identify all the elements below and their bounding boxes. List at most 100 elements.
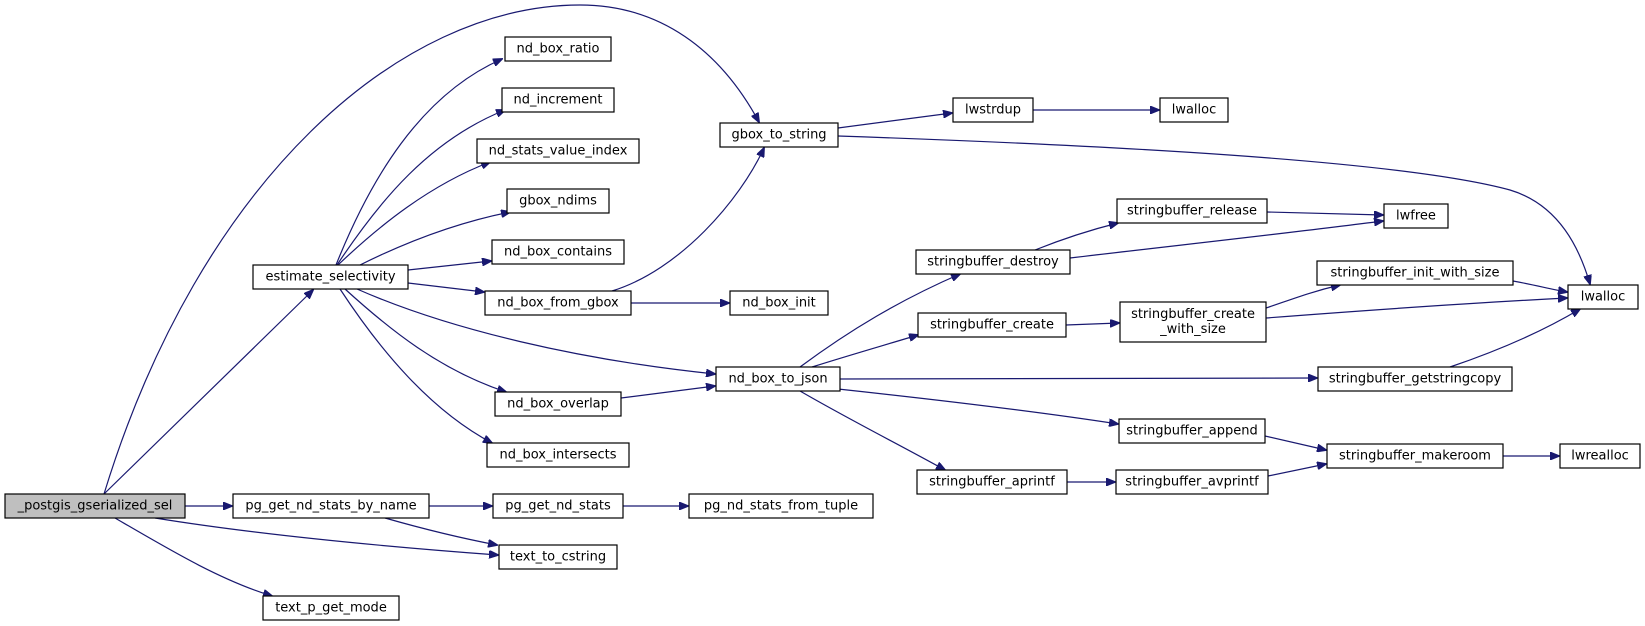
node-label: nd_box_ratio	[517, 42, 600, 57]
node-nd-box-init[interactable]: nd_box_init	[729, 290, 829, 316]
node-box[interactable]	[1559, 443, 1641, 469]
node-nd-increment[interactable]: nd_increment	[501, 87, 615, 113]
node-box[interactable]	[917, 312, 1067, 338]
node-stringbuffer-release[interactable]: stringbuffer_release	[1116, 198, 1268, 224]
node-label: pg_nd_stats_from_tuple	[704, 499, 858, 514]
node-stringbuffer-create[interactable]: stringbuffer_create	[917, 312, 1067, 338]
node-box[interactable]	[232, 493, 430, 519]
node-lwfree[interactable]: lwfree	[1383, 203, 1449, 229]
node-nd-box-intersects[interactable]: nd_box_intersects	[486, 442, 630, 468]
node-estimate-selectivity[interactable]: estimate_selectivity	[252, 264, 409, 290]
node-box[interactable]	[719, 122, 839, 148]
node-stringbuffer-init-with-size[interactable]: stringbuffer_init_with_size	[1316, 260, 1514, 286]
node-box[interactable]	[1383, 203, 1449, 229]
edge-root-to-estimate_selectivity	[103, 290, 313, 495]
node-stringbuffer-create-with-size[interactable]: stringbuffer_create_with_size	[1119, 301, 1267, 343]
node-box[interactable]	[1316, 260, 1514, 286]
node-box[interactable]	[1116, 198, 1268, 224]
node-lwstrdup[interactable]: lwstrdup	[952, 97, 1034, 123]
edge-root-to-gbox_to_string	[103, 4, 759, 495]
edge-path	[1512, 280, 1567, 292]
node-label: text_p_get_mode	[275, 601, 387, 616]
node-box[interactable]	[504, 36, 612, 62]
node-box[interactable]	[729, 290, 829, 316]
node-label: _with_size	[1159, 322, 1226, 337]
edge-nd_box_to_json-to-stringbuffer_append	[837, 388, 1118, 424]
node-box[interactable]	[486, 442, 630, 468]
node-nd-box-from-gbox[interactable]: nd_box_from_gbox	[484, 290, 632, 316]
edge-stringbuffer_getstringcopy-to-lwalloc	[1449, 309, 1580, 368]
node-box[interactable]	[1118, 418, 1266, 444]
node-label: stringbuffer_makeroom	[1339, 449, 1491, 464]
edge-path	[114, 517, 272, 596]
node-stringbuffer-avprintf[interactable]: stringbuffer_avprintf	[1115, 469, 1269, 495]
edge-path	[811, 335, 918, 368]
node-nd-box-contains[interactable]: nd_box_contains	[491, 239, 625, 265]
edge-stringbuffer_create_with_size-to-stringbuffer_init_with_size	[1265, 285, 1340, 309]
node-box[interactable]	[484, 290, 632, 316]
edge-stringbuffer_release-to-lwfree	[1266, 212, 1383, 215]
node-root[interactable]: _postgis_gserialized_sel	[4, 493, 186, 519]
node-box[interactable]	[715, 366, 841, 392]
node-box[interactable]	[1567, 284, 1639, 310]
node-stringbuffer-destroy[interactable]: stringbuffer_destroy	[915, 249, 1071, 275]
node-pg-nd-stats-from-tuple[interactable]: pg_nd_stats_from_tuple	[688, 493, 874, 519]
node-box[interactable]	[494, 391, 622, 417]
node-label: lwrealloc	[1571, 449, 1629, 464]
node-box[interactable]	[916, 469, 1068, 495]
node-label: stringbuffer_append	[1126, 424, 1258, 439]
node-lwalloc[interactable]: lwalloc	[1567, 284, 1639, 310]
node-stringbuffer-makeroom[interactable]: stringbuffer_makeroom	[1326, 443, 1504, 469]
node-stringbuffer-append[interactable]: stringbuffer_append	[1118, 418, 1266, 444]
node-nd-box-to-json[interactable]: nd_box_to_json	[715, 366, 841, 392]
edge-path	[1264, 435, 1326, 450]
edge-path	[356, 288, 715, 374]
node-label: nd_increment	[513, 93, 602, 108]
edge-path	[407, 282, 484, 292]
edge-path	[1267, 464, 1326, 477]
edge-pg_get_nd_stats_by_name-to-text_to_cstring	[384, 517, 497, 545]
node-pg-get-nd-stats-by-name[interactable]: pg_get_nd_stats_by_name	[232, 493, 430, 519]
node-label: nd_box_init	[742, 296, 816, 311]
node-box[interactable]	[952, 97, 1034, 123]
node-nd-box-overlap[interactable]: nd_box_overlap	[494, 391, 622, 417]
node-box[interactable]	[1317, 366, 1513, 392]
node-text-to-cstring[interactable]: text_to_cstring	[498, 544, 618, 570]
edge-estimate_selectivity-to-nd_box_overlap	[344, 288, 506, 392]
node-box[interactable]	[491, 239, 625, 265]
node-box[interactable]	[501, 87, 615, 113]
node-box[interactable]	[252, 264, 409, 290]
node-box[interactable]	[688, 493, 874, 519]
node-gbox-to-string[interactable]: gbox_to_string	[719, 122, 839, 148]
edge-estimate_selectivity-to-nd_box_contains	[407, 261, 491, 271]
node-box[interactable]	[1115, 469, 1269, 495]
node-box[interactable]	[1159, 97, 1229, 123]
node-pg-get-nd-stats[interactable]: pg_get_nd_stats	[492, 493, 624, 519]
edge-path	[103, 290, 313, 495]
node-lwalloc-top[interactable]: lwalloc	[1159, 97, 1229, 123]
node-label: nd_box_overlap	[507, 397, 609, 412]
node-box[interactable]	[4, 493, 186, 519]
node-box[interactable]	[492, 493, 624, 519]
node-box[interactable]	[476, 138, 640, 164]
node-lwrealloc[interactable]: lwrealloc	[1559, 443, 1641, 469]
node-stringbuffer-aprintf[interactable]: stringbuffer_aprintf	[916, 469, 1068, 495]
node-label: stringbuffer_avprintf	[1125, 475, 1259, 490]
edge-stringbuffer_append-to-stringbuffer_makeroom	[1264, 435, 1326, 450]
node-label: stringbuffer_create	[930, 318, 1054, 333]
node-nd-stats-value-index[interactable]: nd_stats_value_index	[476, 138, 640, 164]
node-gbox-ndims[interactable]: gbox_ndims	[506, 188, 610, 214]
edge-path	[1265, 298, 1567, 319]
node-box[interactable]	[506, 188, 610, 214]
node-nd-box-ratio[interactable]: nd_box_ratio	[504, 36, 612, 62]
node-text-p-get-mode[interactable]: text_p_get_mode	[262, 595, 400, 621]
node-label: nd_stats_value_index	[489, 144, 628, 159]
edge-stringbuffer_destroy-to-lwfree	[1069, 221, 1383, 259]
node-box[interactable]	[498, 544, 618, 570]
node-box[interactable]	[915, 249, 1071, 275]
node-stringbuffer-getstringcopy[interactable]: stringbuffer_getstringcopy	[1317, 366, 1513, 392]
node-box[interactable]	[262, 595, 400, 621]
node-box[interactable]	[1326, 443, 1504, 469]
node-box[interactable]	[1119, 301, 1267, 343]
node-label: _postgis_gserialized_sel	[17, 499, 173, 514]
